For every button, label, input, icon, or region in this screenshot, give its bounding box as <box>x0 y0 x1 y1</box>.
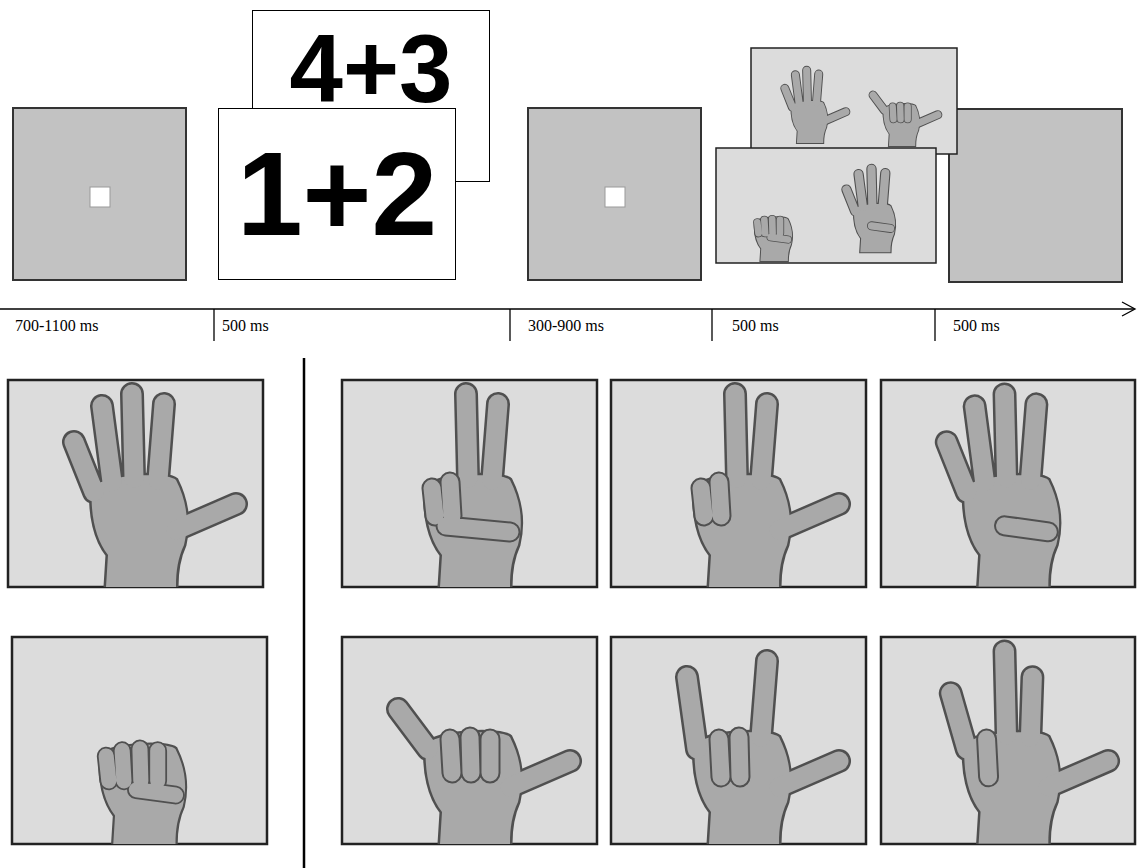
hand-shaka <box>398 709 570 844</box>
gesture-photo <box>881 380 1135 587</box>
hand-photo <box>751 48 957 154</box>
hand-shaka <box>873 95 938 146</box>
photo-frame <box>716 148 936 263</box>
photo-frame <box>611 637 866 844</box>
hand-photo <box>716 148 936 263</box>
fixation-square <box>90 187 110 207</box>
photo-frame <box>8 380 263 587</box>
arithmetic-problem: 4+3 <box>290 21 453 117</box>
arithmetic-problem: 1+2 <box>237 135 437 253</box>
photo-frame <box>611 380 866 587</box>
time-axis <box>0 308 1134 309</box>
duration-label: 500 ms <box>953 316 1000 335</box>
duration-label: 500 ms <box>222 316 269 335</box>
hand-two <box>426 394 521 587</box>
photo-frame <box>751 48 957 154</box>
axis-tick <box>509 309 510 341</box>
hand-four <box>947 394 1059 586</box>
photo-frame <box>881 380 1135 587</box>
hand-four <box>947 394 1059 586</box>
axis-tick <box>711 309 712 341</box>
hand-open <box>785 70 846 143</box>
axis-tick <box>213 309 214 341</box>
hand-fist <box>755 217 792 261</box>
gesture-photo <box>881 637 1135 844</box>
hand-gesture <box>687 661 839 844</box>
axis-tick <box>934 309 935 341</box>
blank-screen <box>949 109 1122 282</box>
hand-gesture <box>687 661 839 844</box>
photo-frame <box>342 380 597 587</box>
gesture-photo <box>611 637 866 844</box>
axis-arrowhead <box>1122 302 1135 316</box>
blank-screen <box>13 108 186 280</box>
photo-frame <box>12 637 267 844</box>
gesture-photo <box>8 380 263 587</box>
duration-label: 300-900 ms <box>528 316 604 335</box>
gesture-photo <box>12 637 267 844</box>
hand-four <box>846 169 895 252</box>
hand-three <box>695 394 839 587</box>
hand-open <box>74 394 236 587</box>
hand-shaka <box>873 95 938 146</box>
hand-open <box>74 394 236 587</box>
hand-fist <box>100 745 185 844</box>
hand-shaka <box>398 709 570 844</box>
photo-frame <box>881 637 1135 844</box>
hand-fist <box>100 745 185 844</box>
divider-line <box>303 358 306 868</box>
gesture-photo <box>342 380 597 587</box>
hand-gesture <box>951 651 1108 843</box>
fixation-square <box>605 187 625 207</box>
hand-fist <box>755 217 792 261</box>
hand-three <box>695 394 839 587</box>
stimulus-card: 1+2 <box>218 108 456 280</box>
gesture-photo <box>611 380 866 587</box>
photo-frame <box>342 637 597 844</box>
duration-label: 700-1100 ms <box>15 316 98 335</box>
duration-label: 500 ms <box>732 316 779 335</box>
hand-two <box>426 394 521 587</box>
hand-open <box>785 70 846 143</box>
hand-gesture <box>951 651 1108 843</box>
blank-screen <box>528 108 701 280</box>
hand-four <box>846 169 895 252</box>
gesture-photo <box>342 637 597 844</box>
